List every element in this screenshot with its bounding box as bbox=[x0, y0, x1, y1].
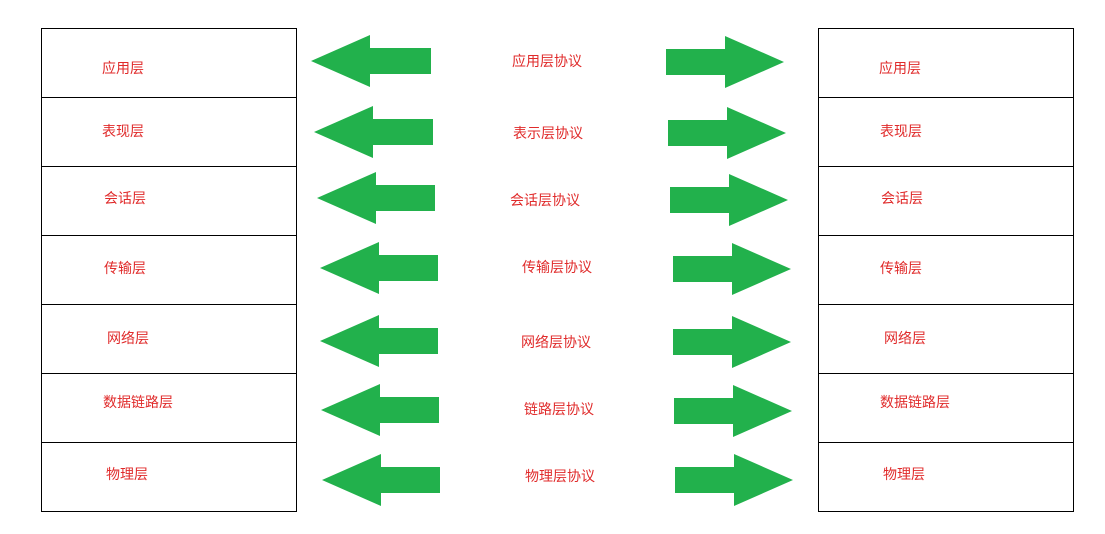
protocol-label: 传输层协议 bbox=[522, 260, 592, 276]
right-row-transport bbox=[819, 236, 1073, 305]
left-row-transport bbox=[42, 236, 296, 305]
protocol-label: 表示层协议 bbox=[513, 126, 583, 142]
left-layer-label: 表现层 bbox=[102, 124, 144, 140]
left-arrow-application bbox=[311, 35, 431, 87]
right-arrow-session bbox=[670, 174, 788, 226]
right-row-presentation bbox=[819, 98, 1073, 167]
right-arrow-physical bbox=[675, 454, 793, 506]
left-arrow-data-link bbox=[321, 384, 439, 436]
left-arrow-session bbox=[317, 172, 435, 224]
protocol-label: 链路层协议 bbox=[524, 402, 594, 418]
right-layer-label: 传输层 bbox=[880, 261, 922, 277]
right-layer-label: 应用层 bbox=[879, 61, 921, 77]
right-arrow-presentation bbox=[668, 107, 786, 159]
left-layer-label: 会话层 bbox=[104, 191, 146, 207]
protocol-label: 物理层协议 bbox=[525, 469, 595, 485]
right-layer-label: 会话层 bbox=[881, 191, 923, 207]
left-arrow-physical bbox=[322, 454, 440, 506]
right-row-network bbox=[819, 305, 1073, 374]
right-arrow-network bbox=[673, 316, 791, 368]
right-arrow-data-link bbox=[674, 385, 792, 437]
right-row-session bbox=[819, 167, 1073, 236]
left-layer-label: 应用层 bbox=[102, 61, 144, 77]
right-row-data-link bbox=[819, 374, 1073, 443]
left-row-network bbox=[42, 305, 296, 374]
left-layer-label: 网络层 bbox=[107, 331, 149, 347]
left-row-session bbox=[42, 167, 296, 236]
left-arrow-transport bbox=[320, 242, 438, 294]
protocol-label: 应用层协议 bbox=[512, 54, 582, 70]
right-layer-label: 网络层 bbox=[884, 331, 926, 347]
left-row-application bbox=[42, 29, 296, 98]
protocol-label: 网络层协议 bbox=[521, 335, 591, 351]
left-layer-label: 传输层 bbox=[104, 261, 146, 277]
protocol-label: 会话层协议 bbox=[510, 193, 580, 209]
right-layer-label: 数据链路层 bbox=[880, 395, 950, 411]
right-layer-label: 表现层 bbox=[880, 124, 922, 140]
right-row-application bbox=[819, 29, 1073, 98]
left-layer-stack bbox=[41, 28, 297, 512]
left-row-presentation bbox=[42, 98, 296, 167]
right-layer-stack bbox=[818, 28, 1074, 512]
left-layer-label: 物理层 bbox=[106, 467, 148, 483]
right-arrow-transport bbox=[673, 243, 791, 295]
left-arrow-network bbox=[320, 315, 438, 367]
left-layer-label: 数据链路层 bbox=[103, 395, 173, 411]
left-arrow-presentation bbox=[314, 106, 433, 158]
right-arrow-application bbox=[666, 36, 784, 88]
left-row-data-link bbox=[42, 374, 296, 443]
right-layer-label: 物理层 bbox=[883, 467, 925, 483]
